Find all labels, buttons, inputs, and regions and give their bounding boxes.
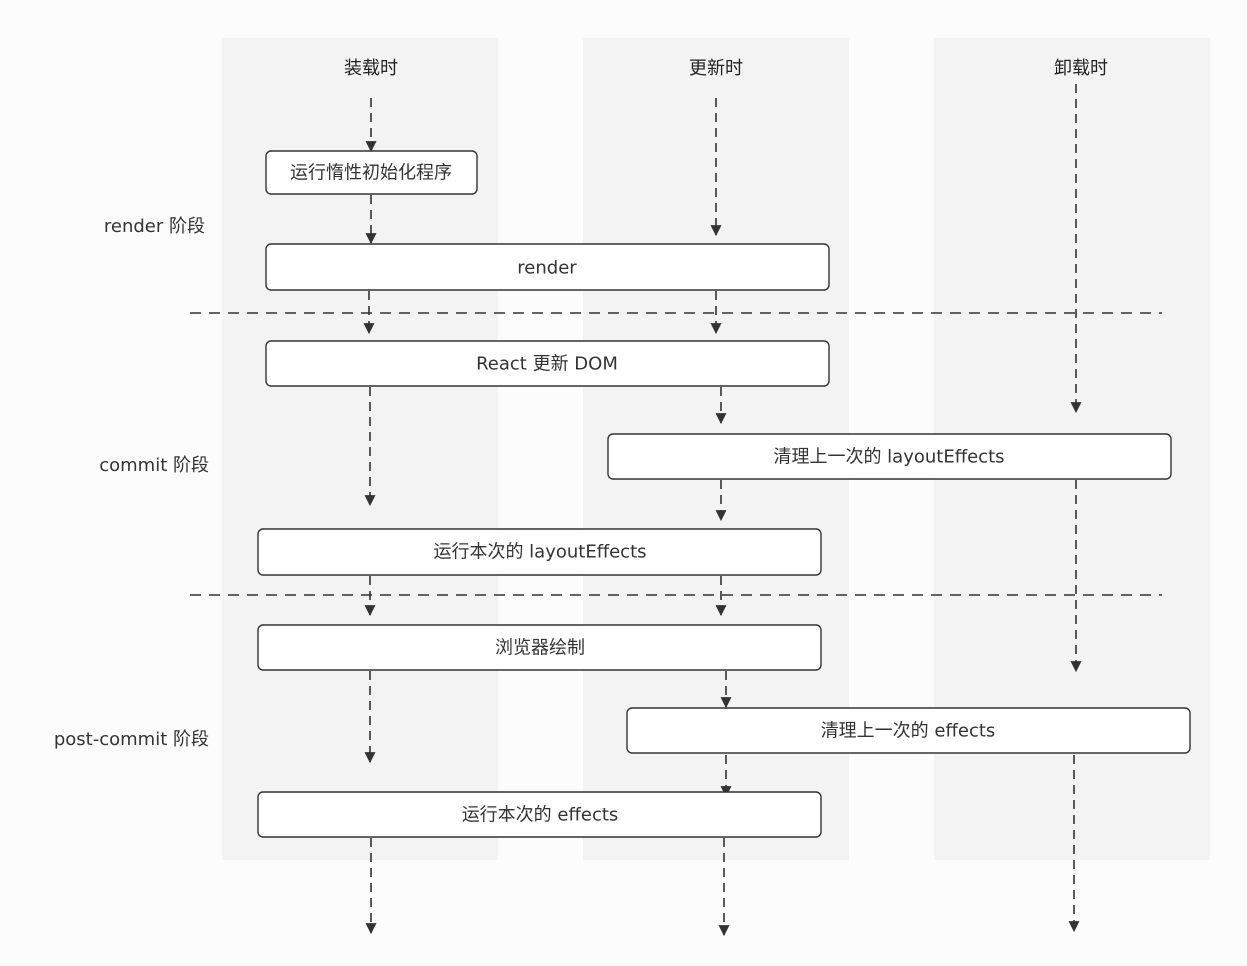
column-title-unmount: 卸载时 <box>1054 58 1108 79</box>
column-title-mount: 装载时 <box>344 58 398 79</box>
box-run-effects: 运行本次的 effects <box>257 791 822 838</box>
box-lazy-init: 运行惰性初始化程序 <box>265 150 478 195</box>
box-react-update-dom-label: React 更新 DOM <box>476 354 618 375</box>
box-lazy-init-label: 运行惰性初始化程序 <box>290 163 452 184</box>
box-render: render <box>265 243 830 291</box>
box-browser-paint-label: 浏览器绘制 <box>495 638 585 659</box>
box-run-layout-effects: 运行本次的 layoutEffects <box>257 528 822 576</box>
box-cleanup-effects-label: 清理上一次的 effects <box>821 721 996 742</box>
box-run-layout-effects-label: 运行本次的 layoutEffects <box>433 542 646 563</box>
box-render-label: render <box>517 258 577 279</box>
box-run-effects-label: 运行本次的 effects <box>462 805 619 826</box>
phase-label-render: render 阶段 <box>104 216 205 237</box>
box-cleanup-layout-effects: 清理上一次的 layoutEffects <box>607 433 1172 480</box>
phase-label-post-commit: post-commit 阶段 <box>54 729 209 750</box>
column-title-update: 更新时 <box>689 58 743 79</box>
box-react-update-dom: React 更新 DOM <box>265 340 830 387</box>
box-cleanup-layout-effects-label: 清理上一次的 layoutEffects <box>773 447 1004 468</box>
box-browser-paint: 浏览器绘制 <box>257 624 822 671</box>
phase-label-commit: commit 阶段 <box>99 455 209 476</box>
box-cleanup-effects: 清理上一次的 effects <box>626 707 1191 754</box>
